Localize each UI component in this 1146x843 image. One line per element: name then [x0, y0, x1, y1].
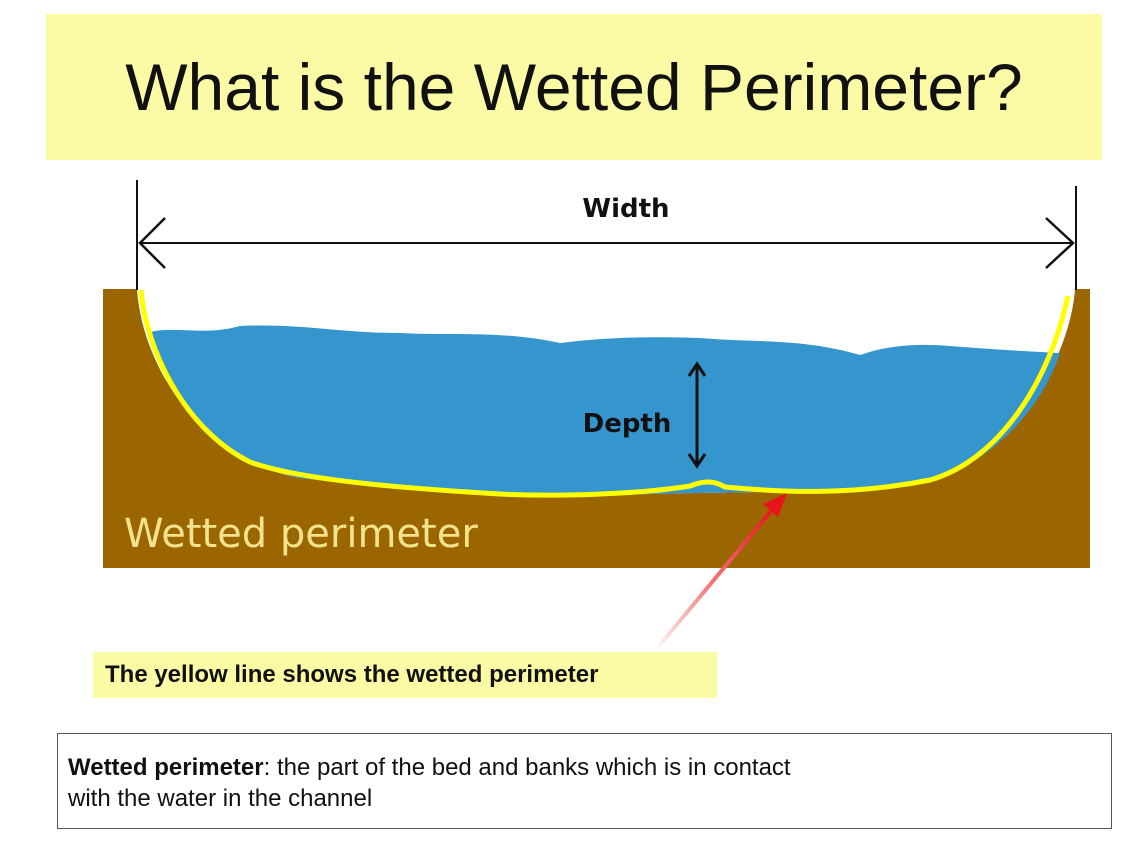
wetted-perimeter-line — [138, 289, 1071, 498]
width-arrow-left-head — [138, 217, 166, 269]
width-arrow-right-head — [1045, 217, 1075, 269]
depth-label: Depth — [583, 409, 672, 439]
wetted-perimeter-label: Wetted perimeter — [124, 511, 478, 557]
definition-line-2: with the water in the channel — [68, 785, 373, 812]
definition-box: Wetted perimeter: the part of the bed an… — [57, 733, 1112, 829]
pointer-arrow-head — [763, 493, 787, 517]
channel-bed — [103, 289, 1090, 568]
caption-box: The yellow line shows the wetted perimet… — [93, 652, 717, 698]
width-label: Width — [582, 194, 669, 224]
title-banner: What is the Wetted Perimeter? — [46, 14, 1102, 160]
definition-text-1: : the part of the bed and banks which is… — [263, 754, 791, 781]
pointer-arrow-line — [652, 508, 774, 654]
water — [150, 325, 1060, 496]
depth-arrow-bottom-head — [687, 453, 707, 469]
definition-line-1: Wetted perimeter: the part of the bed an… — [68, 752, 1101, 783]
depth-arrow-top-head — [687, 361, 707, 377]
definition-term: Wetted perimeter — [68, 754, 264, 781]
page-title: What is the Wetted Perimeter? — [125, 50, 1023, 124]
